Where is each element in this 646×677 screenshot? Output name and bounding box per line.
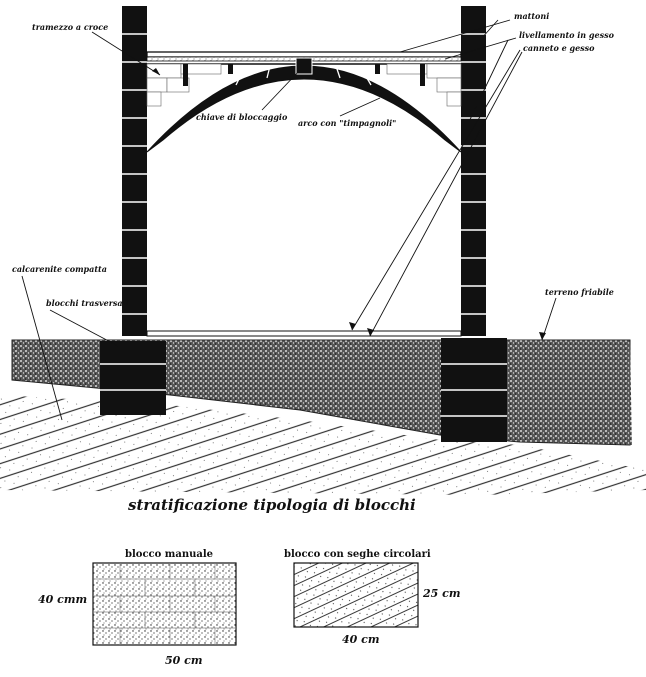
label-chiave: chiave di bloccaggio xyxy=(196,112,288,122)
room-floor xyxy=(146,330,462,337)
label-calcarenite: calcarenite compatta xyxy=(12,264,107,274)
blocco-manuale-height: 40 cmm xyxy=(38,593,87,606)
blocco-seghe-width: 40 cm xyxy=(342,633,379,646)
diagram-title: stratificazione tipologia di blocchi xyxy=(128,496,416,514)
left-pillar xyxy=(122,6,147,336)
label-terreno: terreno friabile xyxy=(545,287,614,297)
left-foundation-blocks xyxy=(100,341,166,415)
blocco-seghe-block xyxy=(293,562,419,628)
blocco-seghe-height: 25 cm xyxy=(422,587,460,600)
leader-arrowheads xyxy=(152,68,546,340)
blocco-manuale-label: blocco manuale xyxy=(125,549,213,560)
arch-voussoir-lines xyxy=(152,65,456,138)
ground-layer xyxy=(0,395,646,495)
terreno-friabile-zone xyxy=(510,340,632,445)
blocco-seghe-label: blocco con seghe circolari xyxy=(284,549,431,560)
right-pillar xyxy=(461,6,486,336)
blocco-manuale-block xyxy=(92,562,237,646)
arch xyxy=(146,65,462,153)
blocco-manuale-width: 50 cm xyxy=(165,654,202,667)
right-foundation-blocks xyxy=(441,338,507,442)
leader-lines xyxy=(21,19,557,421)
label-canneto: canneto e gesso xyxy=(523,43,595,53)
tramezzo-blocks xyxy=(146,63,462,107)
label-arco: arco con "timpagnoli" xyxy=(298,118,396,128)
label-blocchi-trasversali: blocchi trasversali xyxy=(46,298,129,308)
label-mattoni: mattoni xyxy=(514,11,549,21)
label-livellamento: livellamento in gesso xyxy=(519,30,615,40)
label-tramezzo: tramezzo a croce xyxy=(32,22,108,32)
